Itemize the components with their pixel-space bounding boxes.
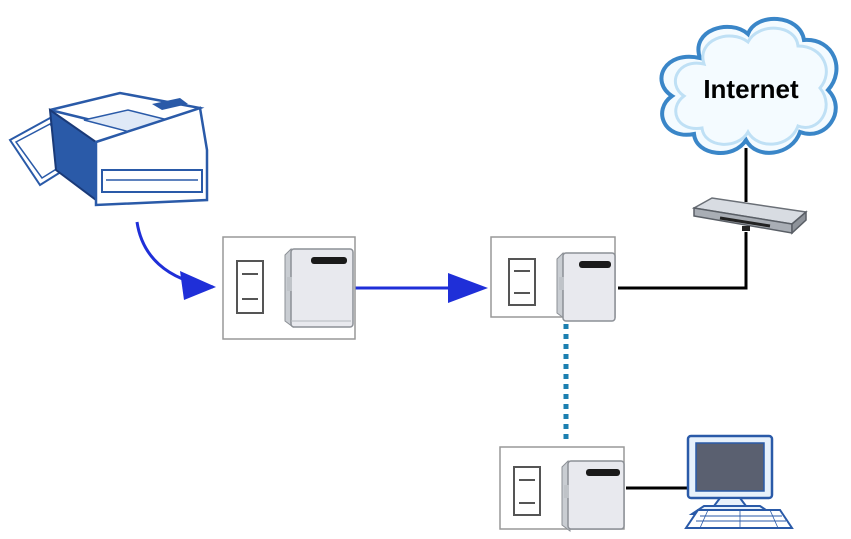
router-icon [691,197,808,235]
printer-icon [8,91,209,207]
cloud-icon [659,17,839,155]
powerline-adapter-icon [499,446,625,533]
link-adapter-2-to-router [618,232,748,290]
arrowhead-adapter-link [448,273,488,303]
arrowhead-printer-link [180,271,216,300]
computer-icon [684,434,794,529]
powerline-adapter-icon [222,236,356,340]
powerline-adapter-icon [490,236,616,322]
link-printer-to-adapter-1 [135,221,214,289]
internet-label: Internet [703,74,799,104]
